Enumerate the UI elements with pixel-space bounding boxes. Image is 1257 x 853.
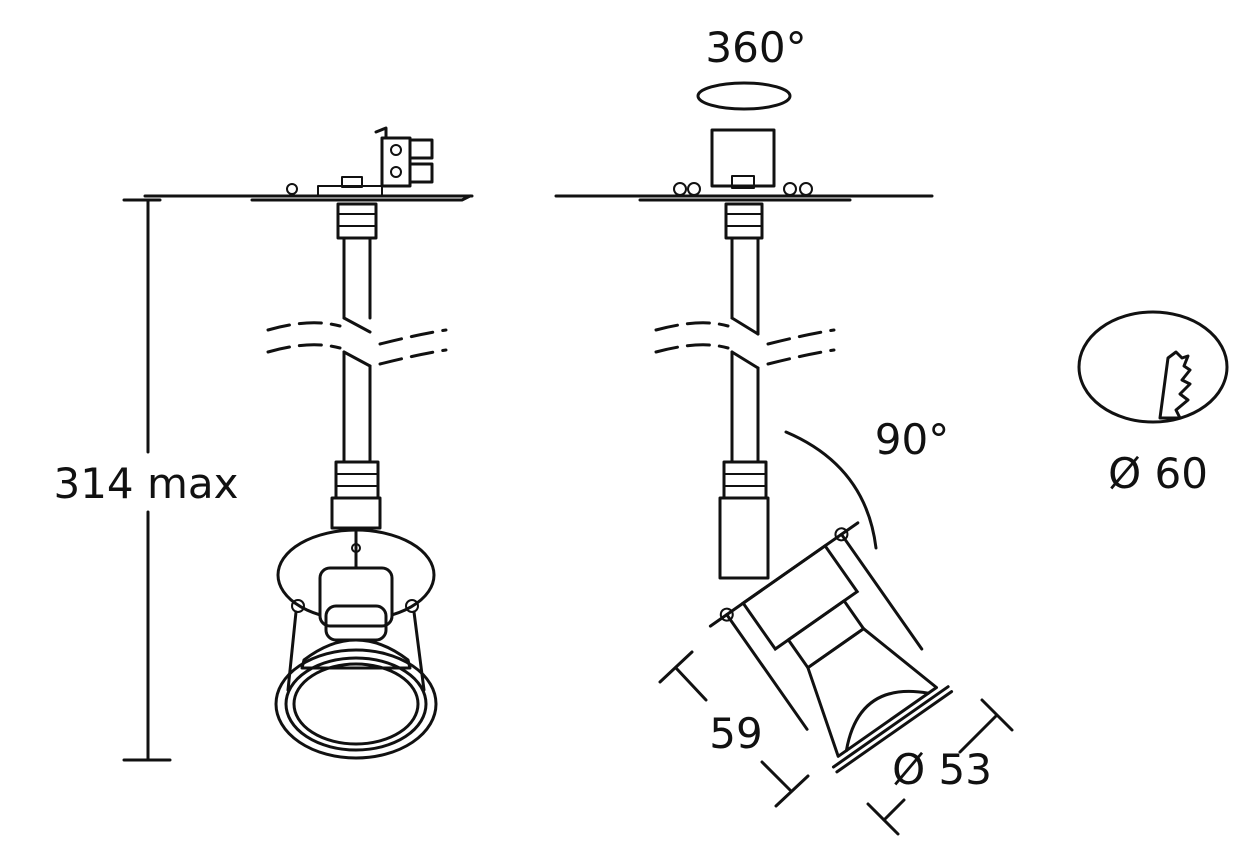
yoke-left <box>286 610 298 692</box>
terminal-bottom <box>408 162 434 184</box>
cutout-view: Ø 60 <box>1077 310 1229 498</box>
front-view: 314 max <box>53 126 474 762</box>
tilted-lens-curve <box>844 689 930 753</box>
tilted-yoke <box>725 532 924 731</box>
rotation-arrow-ellipse <box>696 81 792 111</box>
dim-53-leader-left <box>882 798 906 822</box>
swivel-block-2 <box>718 496 770 580</box>
depth-label: 59 <box>709 709 762 758</box>
cutout-serrated-edge <box>1158 350 1192 420</box>
tilted-reflector <box>806 627 939 758</box>
plate-block <box>341 176 363 188</box>
cutout-ellipse <box>1077 310 1229 424</box>
rotation-label: 360° <box>705 23 806 72</box>
tilt-arc <box>784 430 878 550</box>
dim-59-leader-bottom <box>760 760 792 792</box>
dim-59-tick-bottom <box>774 774 810 808</box>
lens-inner <box>292 662 420 746</box>
terminal-block <box>380 136 412 188</box>
height-label: 314 max <box>53 459 238 508</box>
stem-top-collar-2 <box>724 202 764 240</box>
side-view: 360° 90° <box>554 23 1014 836</box>
stem-lower-collar <box>334 460 380 500</box>
stem-lower-collar-2 <box>722 460 768 500</box>
tilted-holder <box>741 543 860 652</box>
driver-box <box>710 128 776 188</box>
swivel-block <box>330 496 382 530</box>
tilted-lamp <box>708 521 954 774</box>
reflector-cap <box>300 638 412 670</box>
lens-outer <box>274 648 438 760</box>
stem-top-collar <box>336 202 378 240</box>
terminal-top <box>408 138 434 160</box>
dim-59-leader-top <box>674 666 708 702</box>
yoke-right <box>412 610 426 692</box>
cutout-diameter-label: Ø 60 <box>1108 449 1208 498</box>
lamp-holder <box>318 566 394 628</box>
plate-screw <box>286 183 298 195</box>
lens-mid <box>284 656 428 752</box>
tilt-label: 90° <box>875 415 949 464</box>
mounting-plate <box>250 194 472 202</box>
dim-53-leader-right <box>958 714 998 754</box>
lamp-diameter-label: Ø 53 <box>892 745 992 794</box>
dim-53-tick-left <box>866 802 900 836</box>
